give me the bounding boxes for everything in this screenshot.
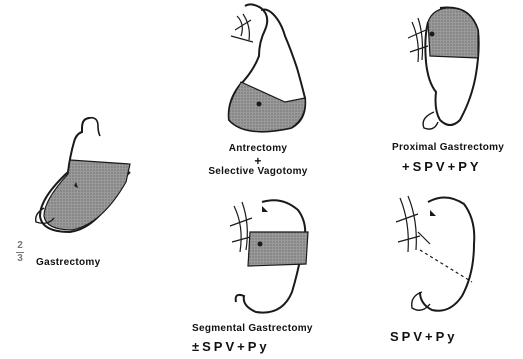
label-proximal-procedures: +SPV+PY [402, 160, 482, 174]
pylorus-outline [423, 112, 438, 129]
label-segmental-gastrectomy: Segmental Gastrectomy [192, 324, 313, 335]
resection-line-dashed [420, 250, 472, 282]
fraction-two-thirds: 2 3 [16, 241, 24, 264]
arrow-marker [430, 210, 436, 216]
vagus-nerve-branches [396, 196, 430, 252]
resected-segment-shading [248, 232, 308, 266]
esophagus-line [88, 118, 100, 136]
anastomosis-marker [430, 32, 435, 37]
label-segmental-procedures: ±SPV+Py [192, 340, 270, 354]
label-spv-py: SPV+Py [390, 330, 458, 344]
resected-region-shading [44, 160, 130, 230]
proximal-gastrectomy-diagram [390, 2, 510, 134]
vagus-nerve-branches [231, 14, 253, 42]
segmental-gastrectomy-diagram [222, 196, 342, 324]
label-antrectomy: Antrectomy + Selective Vagotomy [188, 144, 328, 178]
spv-diagram [390, 192, 510, 326]
antrectomy-diagram [205, 2, 325, 140]
stomach-outline [420, 197, 474, 310]
resected-antrum-shading [229, 82, 306, 132]
segment-marker [258, 242, 263, 247]
subtotal-gastrectomy-diagram [30, 112, 140, 242]
label-proximal-gastrectomy: Proximal Gastrectomy [392, 143, 504, 154]
arrow-marker [262, 206, 268, 212]
label-gastrectomy: Gastrectomy [36, 258, 100, 269]
pylorus-marker [257, 102, 262, 107]
